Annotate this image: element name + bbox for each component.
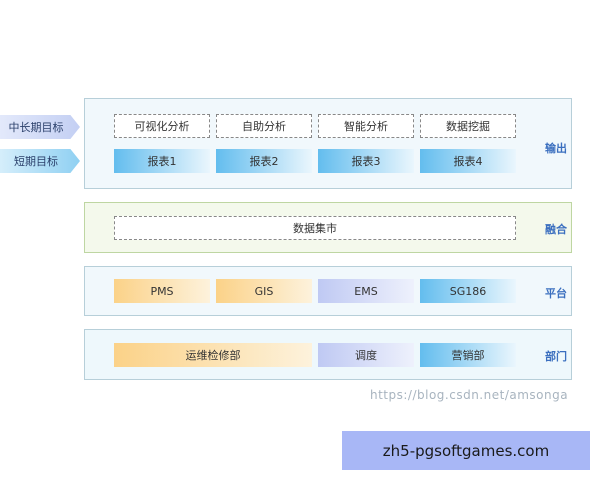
fusion-label: 融合 xyxy=(545,223,567,236)
analysis-box: 智能分析 xyxy=(318,114,414,138)
goal-short-term: 短期目标 xyxy=(0,149,80,173)
analysis-box: 数据挖掘 xyxy=(420,114,516,138)
ad-banner[interactable]: zh5-pgsoftgames.com xyxy=(342,431,590,470)
system-box: SG186 xyxy=(420,279,516,303)
department-label: 部门 xyxy=(545,350,567,363)
department-box: 营销部 xyxy=(420,343,516,367)
department-box: 调度 xyxy=(318,343,414,367)
data-mart-box: 数据集市 xyxy=(114,216,516,240)
report-box: 报表3 xyxy=(318,149,414,173)
goal-long-term: 中长期目标 xyxy=(0,115,80,139)
analysis-box: 可视化分析 xyxy=(114,114,210,138)
system-box: PMS xyxy=(114,279,210,303)
report-box: 报表1 xyxy=(114,149,210,173)
system-box: EMS xyxy=(318,279,414,303)
department-box: 运维检修部 xyxy=(114,343,312,367)
platform-label: 平台 xyxy=(545,287,567,300)
system-box: GIS xyxy=(216,279,312,303)
analysis-box: 自助分析 xyxy=(216,114,312,138)
report-box: 报表2 xyxy=(216,149,312,173)
watermark: https://blog.csdn.net/amsonga xyxy=(370,388,569,402)
output-panel xyxy=(84,98,572,189)
report-box: 报表4 xyxy=(420,149,516,173)
output-label: 输出 xyxy=(545,142,567,155)
